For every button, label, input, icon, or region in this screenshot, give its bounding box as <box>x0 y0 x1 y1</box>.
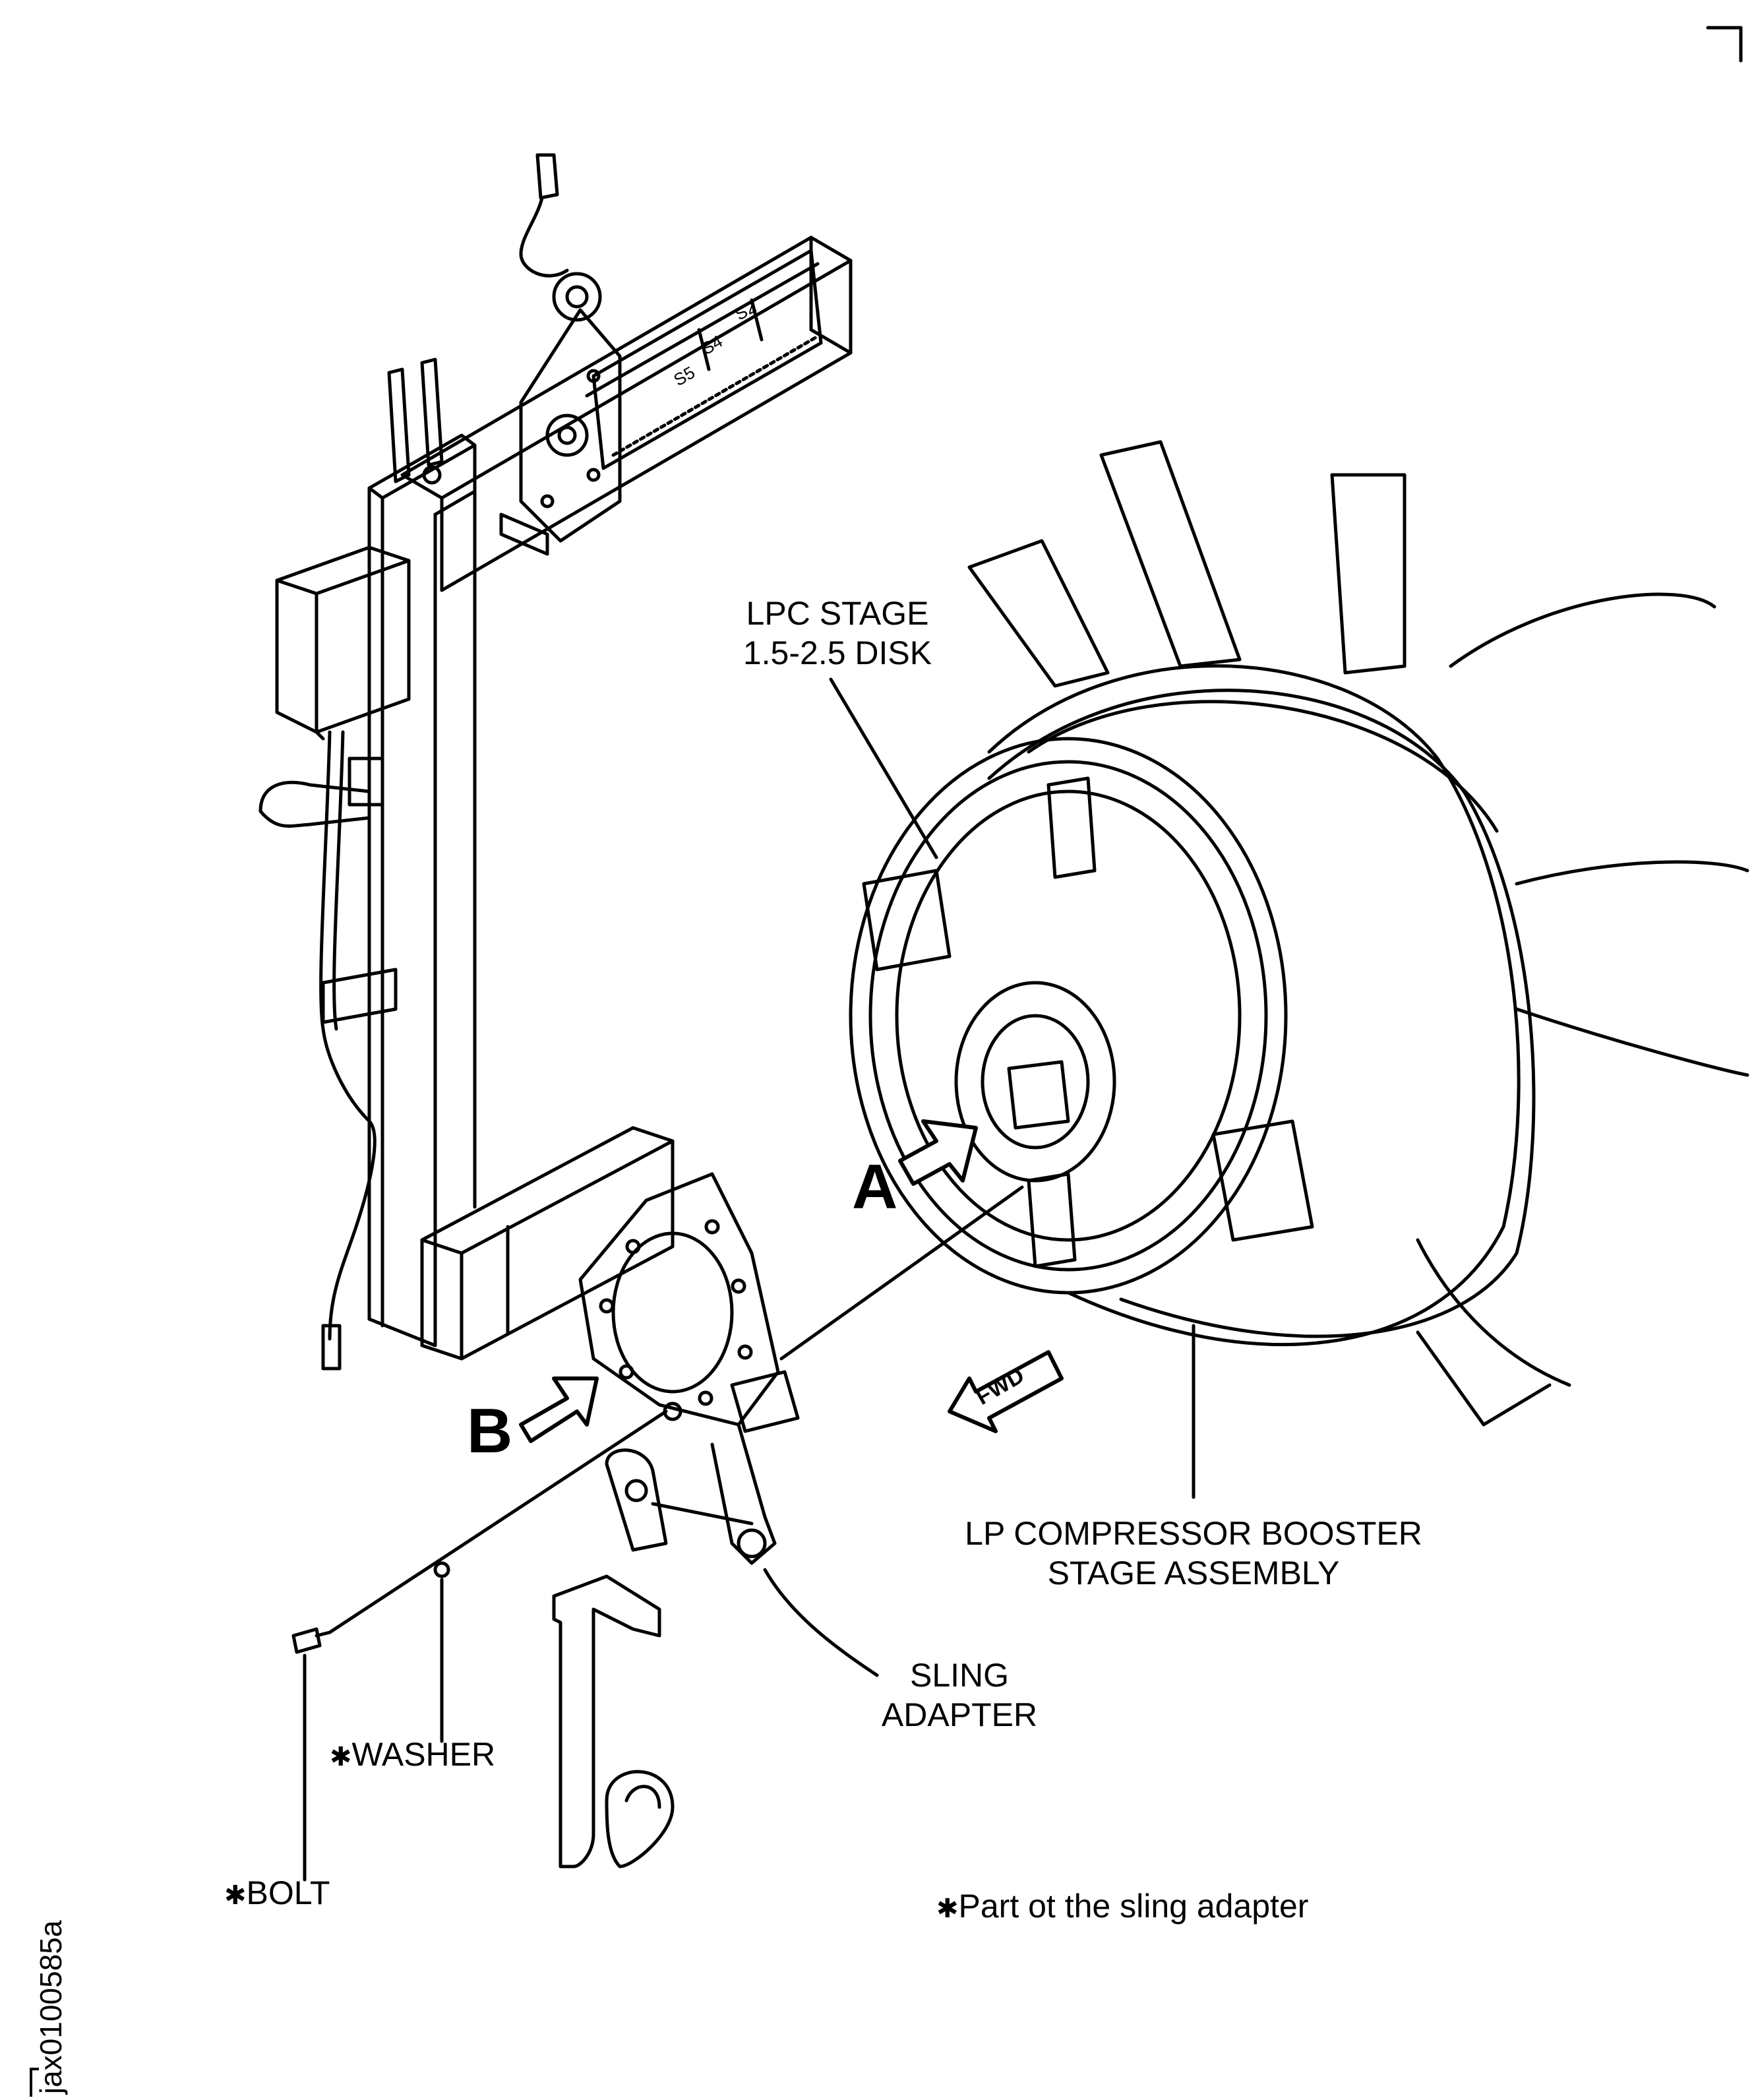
asterisk-icon: ✱ <box>224 1881 247 1910</box>
label-lpc-stage: LPC STAGE 1.5-2.5 DISK <box>725 594 950 673</box>
label-sling-adapter: SLING ADAPTER <box>877 1655 1042 1735</box>
arrow-a <box>898 1119 978 1186</box>
lifting-beam <box>400 235 853 592</box>
lower-arm <box>420 1126 675 1361</box>
view-a-label: A <box>852 1152 898 1222</box>
corner-mark <box>1706 26 1743 63</box>
hoist-bracket <box>499 308 622 556</box>
footnote: ✱Part ot the sling adapter <box>936 1886 1308 1929</box>
label-washer-text: WASHER <box>351 1736 496 1773</box>
leader-lpc-disk <box>829 677 938 859</box>
label-lpc-stage-line1: LPC STAGE <box>746 595 929 632</box>
label-booster-line2: STAGE ASSEMBLY <box>1047 1555 1340 1591</box>
rotor-clamps <box>862 776 1314 1268</box>
disk-hub <box>954 981 1116 1183</box>
pendant-cable <box>258 730 398 1371</box>
leader-sling <box>763 1568 879 1677</box>
bolt-part <box>291 1627 332 1654</box>
scale-plate <box>591 249 823 470</box>
control-box <box>275 545 411 741</box>
label-bolt-text: BOLT <box>246 1874 330 1911</box>
fwd-arrow <box>948 1350 1064 1433</box>
booster-rotor <box>849 664 1536 1346</box>
washer-part <box>433 1561 450 1578</box>
mounting-flange <box>578 1172 780 1427</box>
label-sling-line1: SLING <box>909 1657 1010 1694</box>
leader-bolt-washer <box>328 1409 668 1634</box>
fan-blades <box>967 440 1749 1427</box>
asterisk-icon: ✱ <box>330 1743 352 1772</box>
label-booster-assembly: LP COMPRESSOR BOOSTER STAGE ASSEMBLY <box>910 1514 1477 1593</box>
footnote-text: Part ot the sling adapter <box>958 1888 1309 1925</box>
scale-mark-s5: S5 <box>670 362 698 390</box>
label-bolt: ✱BOLT <box>224 1873 330 1915</box>
crane-hook <box>519 153 602 322</box>
label-sling-line2: ADAPTER <box>881 1696 1038 1733</box>
label-booster-line1: LP COMPRESSOR BOOSTER <box>965 1515 1422 1552</box>
sling-linkage <box>552 1370 800 1868</box>
arrow-b <box>519 1376 599 1443</box>
figure-id-corner-mark <box>30 2068 39 2097</box>
leader-a-to-b <box>779 1185 1024 1361</box>
asterisk-icon: ✱ <box>936 1894 959 1923</box>
label-washer: ✱WASHER <box>330 1735 495 1777</box>
view-b-label: B <box>467 1396 513 1466</box>
label-lpc-stage-line2: 1.5-2.5 DISK <box>742 634 932 671</box>
vertical-column <box>367 357 477 1347</box>
